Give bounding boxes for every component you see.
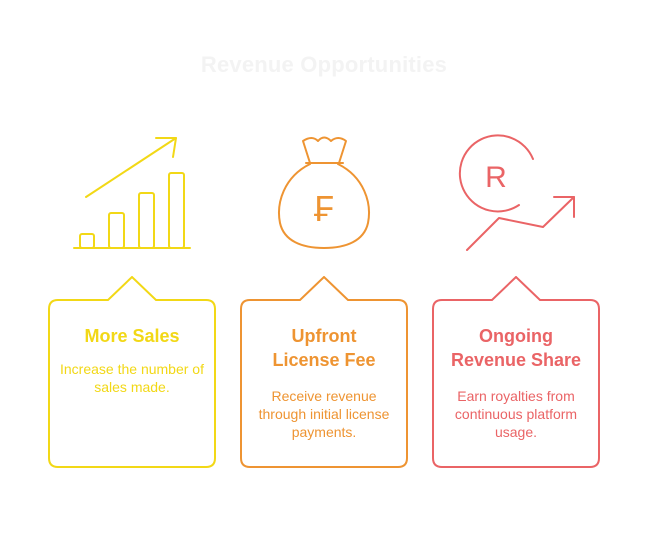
card-frame: [240, 276, 408, 468]
card-description: Receive revenue through initial license …: [258, 388, 390, 440]
card-title: Upfront License Fee: [272, 326, 376, 370]
page-title: Revenue Opportunities: [200, 52, 448, 77]
card-ongoing-revenue-share: Ongoing Revenue Share Earn royalties fro…: [431, 276, 601, 469]
card-title: Ongoing Revenue Share: [450, 326, 582, 370]
card-frame: [48, 276, 216, 468]
rupee-trend-icon: R: [458, 134, 575, 251]
card-upfront-license-fee: Upfront License Fee Receive revenue thro…: [239, 276, 409, 469]
card-more-sales: More Sales Increase the number of sales …: [47, 276, 217, 469]
card-description: Earn royalties from continuous platform …: [454, 388, 578, 440]
card-description: Increase the number of sales made.: [60, 361, 204, 395]
currency-symbol: ₣: [314, 188, 334, 229]
card-frame: [432, 276, 600, 468]
card-title: More Sales: [84, 326, 180, 346]
rupee-symbol: R: [485, 161, 507, 194]
money-bag-icon: ₣: [278, 136, 370, 249]
growth-bar-chart-icon: [73, 137, 191, 249]
